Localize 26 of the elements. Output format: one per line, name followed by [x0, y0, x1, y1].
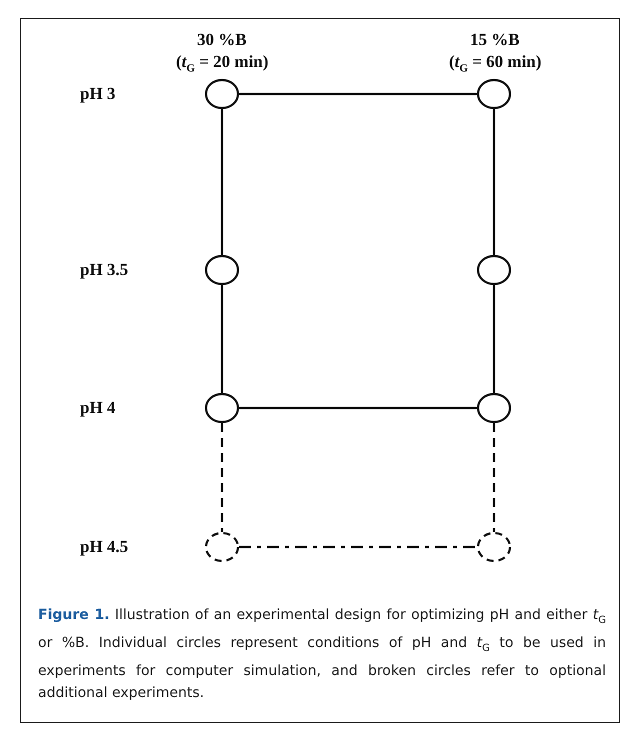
- circle-marker: [477, 79, 511, 109]
- connecting-line: [220, 285, 224, 393]
- column-header: 30 %B: [197, 30, 247, 50]
- row-label: pH 3: [80, 84, 116, 104]
- connecting-line: [220, 109, 224, 255]
- connecting-line: [492, 285, 496, 393]
- dashed-line: [492, 423, 496, 532]
- row-label: pH 4.5: [80, 537, 128, 557]
- figure-caption: Figure 1. Illustration of an experimental design for optimizing pH and either t$_{G}$ or %B. Individual circles represent conditions of pH and t$_{G}$ to be used in experiments for computer simulation, and broken circles refer to optional additional experiments.: [38, 606, 606, 703]
- row-label: pH 3.5: [80, 260, 128, 280]
- dashed-line: [220, 423, 224, 532]
- circle-marker: [205, 79, 239, 109]
- row-label: pH 4: [80, 398, 116, 418]
- column-header: (t$_{G}$ = 20 min): [176, 52, 268, 74]
- dashed-line: [239, 546, 477, 548]
- connecting-line: [239, 92, 477, 96]
- circle-marker: [477, 255, 511, 285]
- circle-marker: [205, 255, 239, 285]
- dashed-circle: [205, 532, 239, 562]
- column-header: (t$_{G}$ = 60 min): [449, 52, 542, 74]
- circle-marker: [477, 393, 511, 423]
- connecting-line: [492, 109, 496, 255]
- connecting-line: [239, 406, 477, 410]
- circle-marker: [205, 393, 239, 423]
- column-header: 15 %B: [470, 30, 520, 50]
- dashed-circle: [477, 532, 511, 562]
